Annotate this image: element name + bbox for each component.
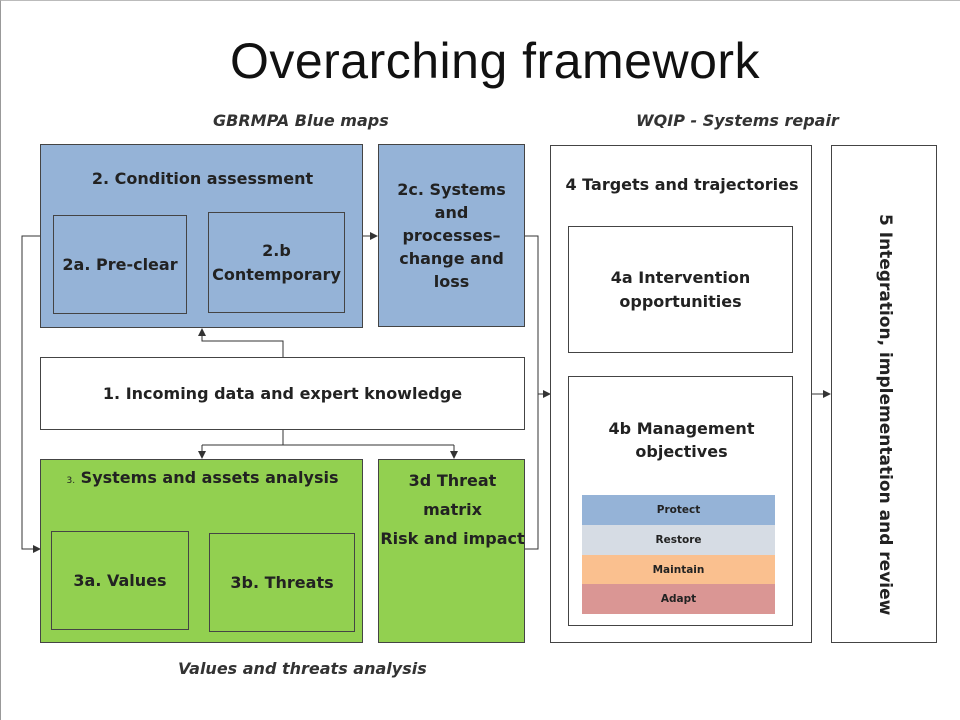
incoming-data-label: 1. Incoming data and expert knowledge <box>102 383 463 403</box>
connector-2c-out <box>525 235 539 550</box>
management-bar-adapt: Adapt <box>582 584 775 614</box>
targets-title: 4 Targets and trajectories <box>565 175 799 194</box>
pre-clear-box: 2a. Pre-clear <box>53 215 187 314</box>
threat-matrix-label-2: matrix <box>423 500 482 519</box>
systems-assets-prefix: 3. <box>66 476 76 486</box>
threat-matrix-label-1: 3d Threat <box>408 471 497 490</box>
management-bar-maintain: Maintain <box>582 555 775 584</box>
systems-processes-box: 2c. Systems and processes– change and lo… <box>378 144 525 327</box>
page-title: Overarching framework <box>229 33 761 89</box>
threat-matrix-label-3: Risk and impact <box>380 529 525 548</box>
contemporary-label-2: Contemporary <box>212 264 341 284</box>
management-bar-restore: Restore <box>582 525 775 555</box>
condition-assessment-title: 2. Condition assessment <box>91 169 314 188</box>
systems-assets-title: 3. Systems and assets analysis <box>41 468 364 487</box>
threat-matrix-box: 3d Threat matrix Risk and impact <box>378 459 525 643</box>
incoming-data-box: 1. Incoming data and expert knowledge <box>40 357 525 430</box>
intervention-label-1: 4a Intervention <box>610 268 751 288</box>
contemporary-label-1: 2.b <box>262 241 291 261</box>
management-label-1: 4b Management <box>608 419 755 438</box>
management-bar-protect: Protect <box>582 495 775 525</box>
blue-maps-label: GBRMPA Blue maps <box>213 111 389 130</box>
systems-processes-label-2: processes– <box>402 225 501 245</box>
systems-repair-label: WQIP - Systems repair <box>636 111 839 130</box>
contemporary-box: 2.b Contemporary <box>208 212 345 313</box>
integration-box: 5 Integration, implementation and review <box>831 145 937 643</box>
connector-data-to-condition <box>198 328 284 357</box>
threats-box: 3b. Threats <box>209 533 355 632</box>
pre-clear-label: 2a. Pre-clear <box>62 254 178 274</box>
systems-processes-label-3: change and loss <box>399 249 504 292</box>
connector-left-loop <box>21 235 41 553</box>
intervention-label-2: opportunities <box>619 291 742 311</box>
threat-matrix-text: 3d Threat matrix Risk and impact <box>379 466 526 553</box>
systems-processes-label-1: 2c. Systems and <box>397 179 506 222</box>
values-label: 3a. Values <box>73 570 167 590</box>
systems-assets-label: Systems and assets analysis <box>80 468 339 487</box>
management-box: 4b Management objectives Protect Restore… <box>568 376 793 626</box>
integration-label: 5 Integration, implementation and review <box>875 214 895 616</box>
management-title: 4b Management objectives <box>569 417 794 463</box>
values-box: 3a. Values <box>51 531 189 630</box>
threats-label: 3b. Threats <box>230 572 334 592</box>
intervention-box: 4a Intervention opportunities <box>568 226 793 353</box>
management-label-2: objectives <box>635 442 728 462</box>
values-threats-label: Values and threats analysis <box>178 659 427 678</box>
